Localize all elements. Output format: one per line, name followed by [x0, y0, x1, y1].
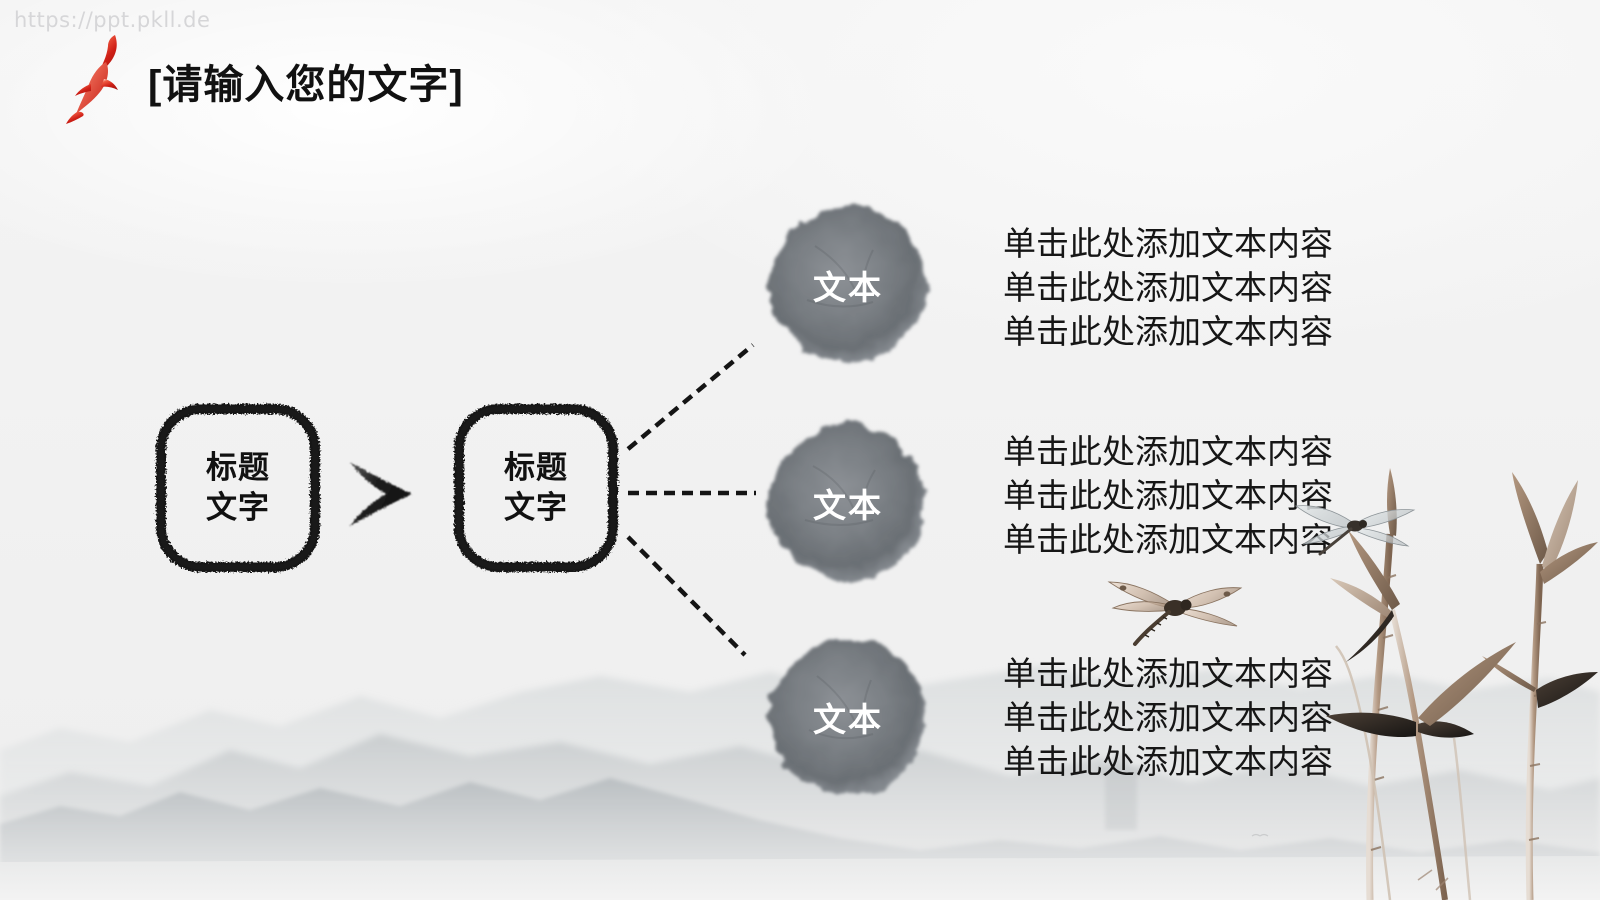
ink-blot-icon — [770, 207, 926, 363]
flow-box-2[interactable]: 标题 文字 — [448, 398, 624, 578]
connector-line-3 — [626, 535, 747, 657]
text-line: 单击此处添加文本内容 — [1003, 699, 1333, 736]
ink-blot-icon — [770, 425, 926, 581]
watermark-url: https://ppt.pkll.de — [14, 8, 211, 32]
flow-box-1[interactable]: 标题 文字 — [150, 398, 326, 578]
text-block-1[interactable]: 单击此处添加文本内容 单击此处添加文本内容 单击此处添加文本内容 — [1003, 222, 1403, 354]
text-line: 单击此处添加文本内容 — [1003, 743, 1333, 780]
brush-square-icon — [156, 404, 320, 572]
ink-circle-1-label: 文本 — [813, 269, 883, 306]
flow-box-1-label: 标题 文字 — [150, 398, 326, 578]
ink-circle-1[interactable]: 文本 — [755, 192, 941, 378]
text-line: 单击此处添加文本内容 — [1003, 313, 1333, 350]
text-line: 单击此处添加文本内容 — [1003, 521, 1333, 558]
flow-box-1-line2: 文字 — [206, 490, 270, 525]
flow-box-2-line1: 标题 — [504, 449, 568, 485]
text-line: 单击此处添加文本内容 — [1003, 655, 1333, 692]
text-line: 单击此处添加文本内容 — [1003, 433, 1333, 470]
brush-chevron-right-icon — [350, 462, 412, 526]
page-title: [请输入您的文字] — [148, 63, 464, 107]
text-line: 单击此处添加文本内容 — [1003, 225, 1333, 262]
bamboo-branch-icon — [1326, 468, 1598, 900]
ink-wash-mountains-icon — [0, 666, 1600, 900]
text-block-3[interactable]: 单击此处添加文本内容 单击此处添加文本内容 单击此处添加文本内容 — [1003, 652, 1403, 784]
ink-circle-3-label: 文本 — [813, 701, 883, 738]
dragonfly-icon — [1107, 581, 1243, 646]
flow-box-1-line1: 标题 — [206, 449, 270, 485]
text-line: 单击此处添加文本内容 — [1003, 269, 1333, 306]
ink-blot-icon — [770, 639, 926, 795]
brush-square-icon — [454, 404, 618, 572]
text-block-2[interactable]: 单击此处添加文本内容 单击此处添加文本内容 单击此处添加文本内容 — [1003, 430, 1403, 562]
ink-circle-2[interactable]: 文本 — [755, 410, 941, 596]
koi-fish-icon — [66, 35, 118, 124]
dragonfly-icon — [1294, 505, 1416, 556]
ink-circle-3[interactable]: 文本 — [755, 624, 941, 810]
flow-box-2-line2: 文字 — [504, 490, 568, 525]
text-line: 单击此处添加文本内容 — [1003, 477, 1333, 514]
ink-circle-2-label: 文本 — [813, 487, 883, 524]
connector-line-1 — [626, 343, 755, 451]
flow-box-2-label: 标题 文字 — [448, 398, 624, 578]
